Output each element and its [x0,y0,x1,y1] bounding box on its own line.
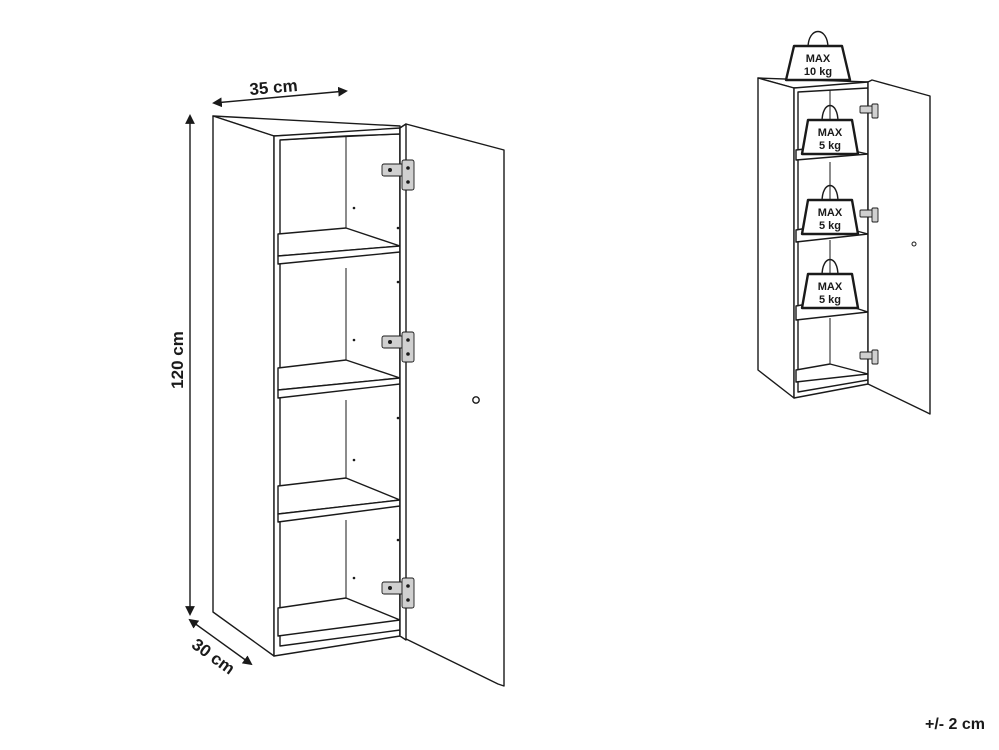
hinge [381,577,415,609]
shelf-pin-holes [352,206,400,580]
tolerance-note: +/- 2 cm [924,716,985,733]
weight-label-shelf-3-max: MAX [818,281,843,293]
large-cabinet [212,115,505,687]
weight-label-top-value: 10 kg [804,66,832,78]
weight-label-shelf-1-value: 5 kg [819,140,841,152]
weight-icon-shelf-1: MAX 5 kg [800,104,860,156]
weight-icon-shelf-3: MAX 5 kg [800,258,860,310]
weight-label-shelf-3-value: 5 kg [819,294,841,306]
door-knob-hole [472,396,480,404]
weight-icon-top: MAX 10 kg [784,30,852,82]
weight-label-shelf-2-max: MAX [818,207,843,219]
cabinet-door [399,123,505,687]
hinge [381,159,415,191]
weight-label-top-max: MAX [806,53,831,65]
weight-label-shelf-2-value: 5 kg [819,220,841,232]
width-label: 35 cm [249,76,299,99]
width-dimension: 35 cm [212,76,348,108]
height-label: 120 cm [168,331,187,389]
weight-icon-shelf-2: MAX 5 kg [800,184,860,236]
cabinet-side-panel [212,115,275,657]
weight-label-shelf-1-max: MAX [818,127,843,139]
hinge [381,331,415,363]
depth-label: 30 cm [188,635,238,679]
height-dimension: 120 cm [168,114,195,616]
